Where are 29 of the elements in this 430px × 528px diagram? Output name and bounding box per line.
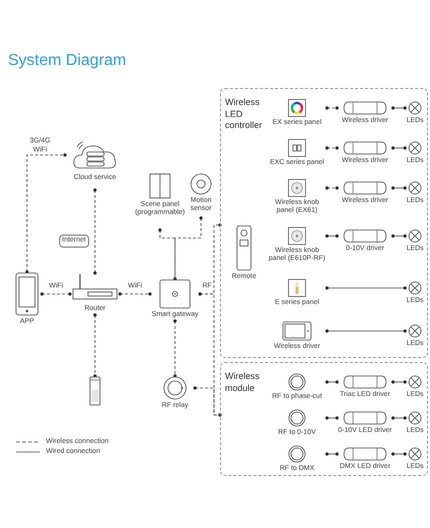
connector-line bbox=[325, 186, 339, 190]
connector-line bbox=[325, 234, 339, 238]
connector-line bbox=[40, 292, 72, 296]
connector-line bbox=[173, 216, 203, 281]
connector-line bbox=[325, 286, 407, 290]
connector-line bbox=[391, 186, 407, 190]
connector-line bbox=[325, 416, 339, 420]
group-frame bbox=[220, 88, 428, 358]
connector-line bbox=[25, 153, 67, 274]
group-frame bbox=[220, 362, 428, 476]
group-title: Wireless LED controller bbox=[225, 97, 264, 132]
connector-line bbox=[118, 292, 152, 296]
diagram-title: System Diagram bbox=[8, 52, 126, 70]
connector-line bbox=[325, 452, 339, 456]
connector-line bbox=[193, 386, 222, 417]
connector-line bbox=[391, 380, 407, 384]
connector-line bbox=[391, 234, 407, 238]
connector-line bbox=[325, 146, 339, 150]
group-title: Wireless module bbox=[225, 371, 261, 394]
connector-line bbox=[325, 106, 339, 110]
connector-line bbox=[325, 380, 339, 384]
connector-line bbox=[391, 146, 407, 150]
connector-line bbox=[325, 329, 407, 333]
connector-line bbox=[391, 452, 407, 456]
connector-line bbox=[93, 188, 97, 275]
connector-line bbox=[391, 106, 407, 110]
connector-line bbox=[173, 319, 177, 378]
connector-line bbox=[93, 313, 97, 378]
connector-line bbox=[391, 416, 407, 420]
